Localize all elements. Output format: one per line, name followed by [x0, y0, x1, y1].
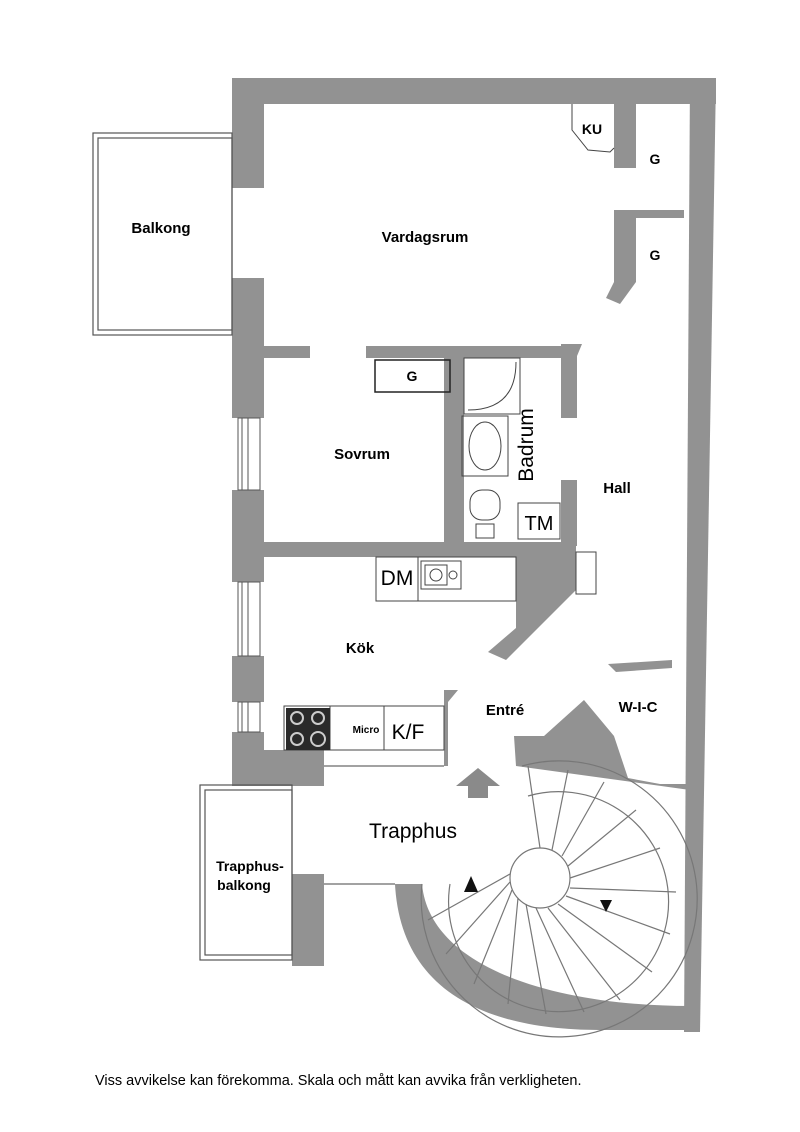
label-tm: TM	[525, 513, 554, 535]
label-badrum: Badrum	[515, 408, 538, 482]
label-trapphus-balkong-1: Trapphus-	[216, 858, 284, 874]
label-hall: Hall	[603, 480, 631, 497]
label-sovrum: Sovrum	[334, 446, 390, 463]
label-balkong: Balkong	[131, 220, 190, 237]
disclaimer-text: Viss avvikelse kan förekomma. Skala och …	[95, 1073, 582, 1089]
label-trapphus: Trapphus	[369, 820, 457, 843]
label-vardagsrum: Vardagsrum	[382, 229, 469, 246]
windows	[237, 417, 261, 733]
label-kok: Kök	[346, 640, 375, 657]
label-kf: K/F	[392, 721, 425, 744]
walls	[232, 78, 716, 1032]
label-ku: KU	[582, 121, 602, 137]
label-entre: Entré	[486, 702, 524, 719]
cooktop-icon	[286, 708, 330, 750]
spiral-staircase	[420, 760, 698, 1038]
label-g-top: G	[650, 151, 661, 167]
label-g-mid: G	[650, 247, 661, 263]
stair-direction-arrows	[464, 876, 612, 912]
balconies	[92, 132, 293, 961]
entry-arrow-icon	[456, 768, 500, 798]
label-wic: W-I-C	[619, 699, 658, 716]
label-dm: DM	[381, 567, 414, 590]
label-g-bedroom: G	[407, 368, 418, 384]
label-trapphus-balkong-2: balkong	[217, 877, 271, 893]
label-micro: Micro	[353, 725, 380, 736]
